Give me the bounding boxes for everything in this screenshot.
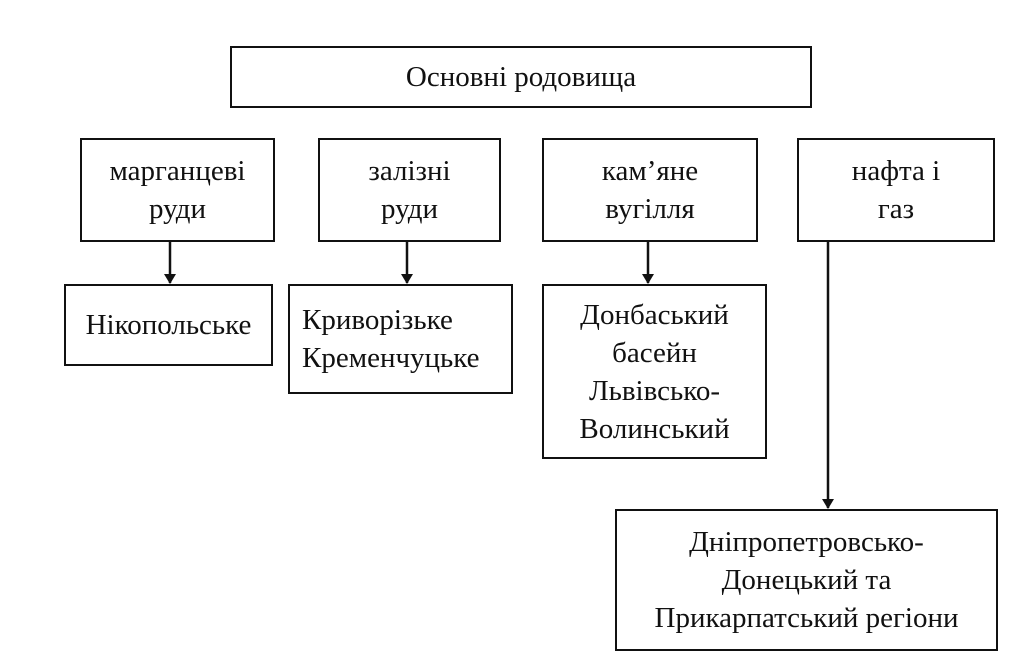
deposit-line: Прикарпатський регіони <box>654 602 959 634</box>
category-line: руди <box>148 193 207 225</box>
root-box: Основні родовища <box>230 46 812 108</box>
category-coal-box: кам’яне вугілля <box>542 138 758 242</box>
category-manganese-box: марганцеві руди <box>80 138 275 242</box>
deposit-oil-gas-box: Дніпропетровсько- Донецький та Прикарпат… <box>615 509 998 651</box>
deposit-line: Дніпропетровсько- <box>689 526 924 558</box>
deposit-line: Донецький та <box>721 564 892 596</box>
deposit-manganese-box: Нікопольське <box>64 284 273 366</box>
category-line: газ <box>877 193 915 225</box>
category-line: нафта і <box>851 155 941 187</box>
category-oil-gas-box: нафта і газ <box>797 138 995 242</box>
category-line: залізні <box>368 155 451 187</box>
deposit-line: Нікопольське <box>85 309 252 341</box>
category-line: марганцеві <box>109 155 246 187</box>
deposit-line: Волинський <box>579 412 730 445</box>
deposit-line: Львівсько- <box>588 374 721 407</box>
root-label: Основні родовища <box>405 61 637 93</box>
category-line: руди <box>380 193 439 225</box>
deposit-line: Криворізьке <box>302 304 453 336</box>
deposit-line: Кременчуцьке <box>302 342 480 374</box>
category-line: вугілля <box>605 193 695 225</box>
deposit-line: Донбаський <box>580 298 729 331</box>
deposit-coal-box: Донбаський басейн Львівсько- Волинський <box>542 284 767 459</box>
deposit-iron-box: Криворізьке Кременчуцьке <box>288 284 513 394</box>
category-iron-box: залізні руди <box>318 138 501 242</box>
deposit-line: басейн <box>612 336 697 369</box>
category-line: кам’яне <box>601 155 699 187</box>
